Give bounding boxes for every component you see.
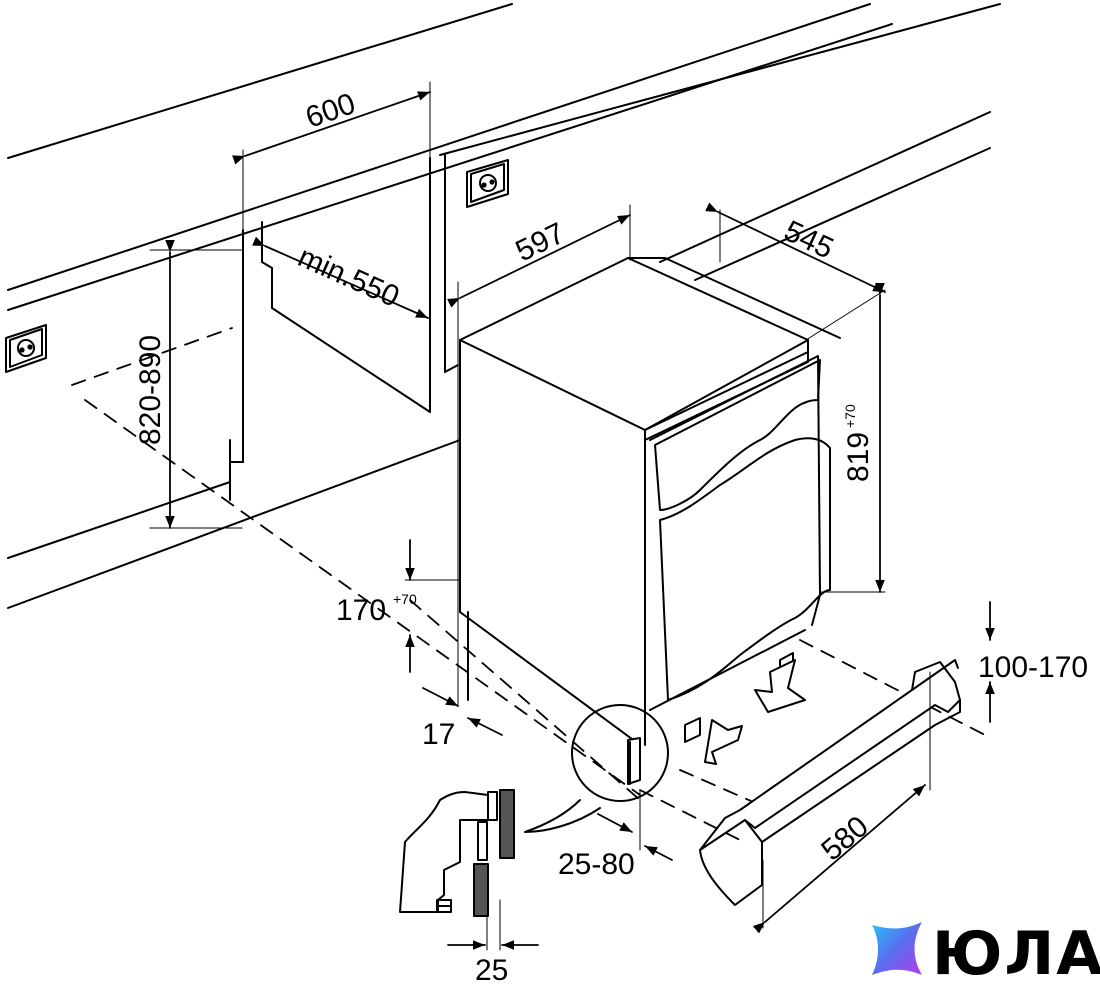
dim-17-label: 17: [422, 718, 455, 751]
callout-pointer: [524, 799, 601, 833]
dim-597-label: 597: [511, 217, 570, 269]
dim-25-80-label: 25-80: [558, 848, 635, 881]
airflow-in-arrow-icon: [704, 719, 743, 765]
dim-580-label: 580: [815, 810, 875, 867]
dim-min550-arrow: [252, 236, 429, 319]
dim-600-label: 600: [302, 87, 360, 135]
dim-545-arrow: [705, 202, 886, 293]
dimension-arrows: [165, 91, 995, 950]
wall-socket-left-icon: [5, 324, 47, 373]
dim-25-80-arrow-left: [597, 813, 633, 833]
dim-25-label: 25: [475, 954, 508, 985]
wall-socket-right-icon: [466, 159, 509, 208]
extension-lines: [149, 81, 931, 951]
dim-600-arrow: [232, 91, 431, 165]
appliance-door: [654, 359, 831, 701]
dim-min550-label: min.550: [293, 240, 404, 314]
floor-dashed-lines: [71, 327, 986, 841]
dim-170-label: 170: [336, 594, 386, 627]
dim-170-tolerance: +70: [393, 591, 417, 607]
yula-logo-text: ЮЛА: [932, 919, 1100, 985]
detail-section: [399, 789, 515, 917]
dim-820-890-label: 820-890: [134, 335, 167, 445]
dim-545-label: 545: [779, 214, 838, 265]
dim-25-80-arrow-right: [644, 845, 673, 861]
yula-logo: ЮЛА: [872, 919, 1100, 989]
dim-597-arrow: [447, 214, 631, 308]
cabinet-base: [7, 154, 461, 609]
yula-logo-mark-icon: [872, 922, 922, 975]
dim-100-170-label: 100-170: [978, 651, 1088, 684]
dim-819-tolerance: +70: [842, 404, 858, 428]
dim-17-arrow-left: [422, 687, 459, 707]
dim-580-arrow: [752, 784, 926, 934]
detail-zoom-circle: [571, 704, 669, 802]
dim-819-label: 819: [842, 432, 875, 482]
countertop: [7, 3, 1001, 311]
airflow-out-arrow-icon: [754, 659, 806, 713]
plinth-panel: [699, 659, 961, 906]
dim-17-arrow-right: [467, 717, 503, 736]
